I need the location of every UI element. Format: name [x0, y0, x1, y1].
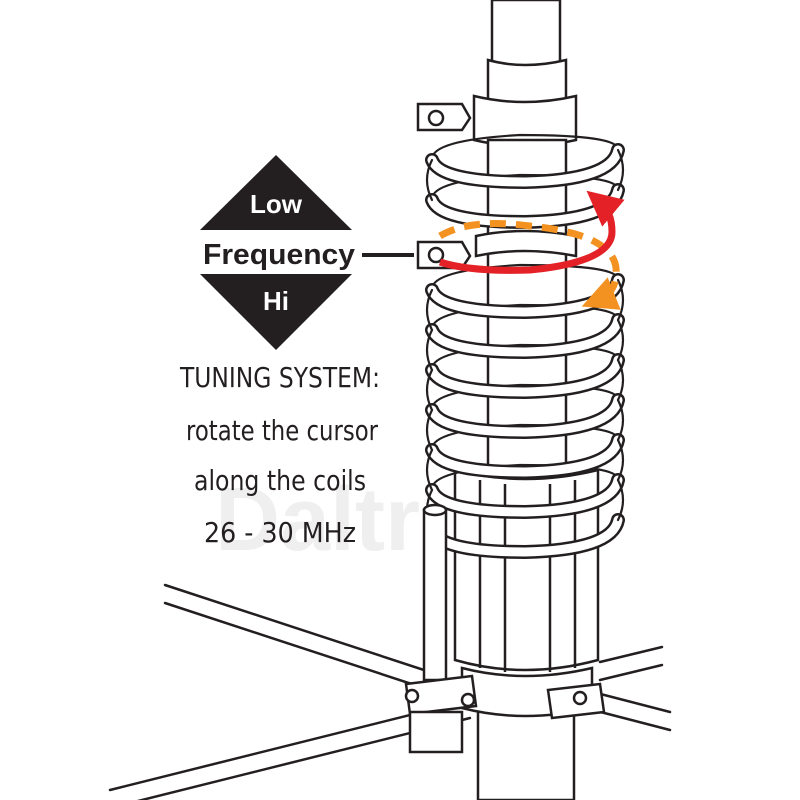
frequency-indicator: Low Frequency Hi [200, 155, 355, 350]
caption-line-3: along the coils [194, 464, 366, 497]
indicator-frequency-label: Frequency [203, 239, 355, 271]
top-coil-lug [418, 104, 470, 130]
tuning-caption: TUNING SYSTEM: rotate the cursor along t… [179, 361, 380, 549]
caption-line-4: 26 - 30 MHz [204, 516, 356, 549]
caption-line-1: TUNING SYSTEM: [179, 361, 380, 394]
indicator-hi-label: Hi [263, 286, 289, 316]
caption-line-2: rotate the cursor [186, 414, 378, 447]
antenna-mast [455, 0, 598, 800]
indicator-low-label: Low [250, 189, 303, 219]
